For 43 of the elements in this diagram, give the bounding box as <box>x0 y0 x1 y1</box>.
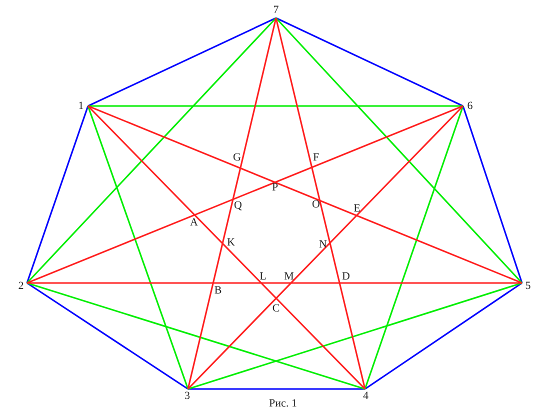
vertex-number: 4 <box>360 390 372 403</box>
point-label: L <box>260 270 266 284</box>
vertex-number: 2 <box>15 280 26 294</box>
point-label: F <box>312 152 320 164</box>
point-label: B <box>214 284 222 298</box>
line-segment <box>275 18 366 390</box>
line-segment <box>188 388 365 390</box>
point-label: C <box>272 302 280 316</box>
point-label: P <box>272 182 278 194</box>
point-label: A <box>190 216 198 230</box>
point-label: E <box>354 202 360 216</box>
point-label: G <box>233 152 241 164</box>
vertex-number: 1 <box>76 100 86 112</box>
point-label: D <box>342 270 350 284</box>
line-segment <box>26 106 89 284</box>
line-segment <box>462 106 523 284</box>
point-label: Q <box>234 200 242 212</box>
line-segment <box>187 18 277 390</box>
line-segment <box>364 106 464 390</box>
line-segment <box>26 282 188 390</box>
point-label: N <box>319 238 327 252</box>
line-segment <box>27 282 522 284</box>
line-segment <box>26 282 366 390</box>
vertex-number: 7 <box>270 4 282 17</box>
line-segment <box>276 17 464 107</box>
point-label: K <box>227 236 235 250</box>
line-segment <box>188 282 522 390</box>
line-segment <box>187 105 464 390</box>
line-segment <box>26 17 277 284</box>
point-label: O <box>312 198 320 212</box>
line-segment <box>88 17 276 107</box>
line-segment <box>87 105 366 390</box>
line-segment <box>88 105 463 107</box>
line-segment <box>88 105 522 284</box>
line-segment <box>87 106 189 390</box>
figure-caption: Рис. 1 <box>269 398 297 410</box>
point-label: M <box>284 270 294 284</box>
line-segment <box>275 17 523 284</box>
vertex-number: 6 <box>464 100 476 112</box>
vertex-number: 3 <box>182 390 193 403</box>
line-segment <box>364 282 522 390</box>
vertex-number: 5 <box>522 280 534 294</box>
line-segment <box>26 105 464 284</box>
